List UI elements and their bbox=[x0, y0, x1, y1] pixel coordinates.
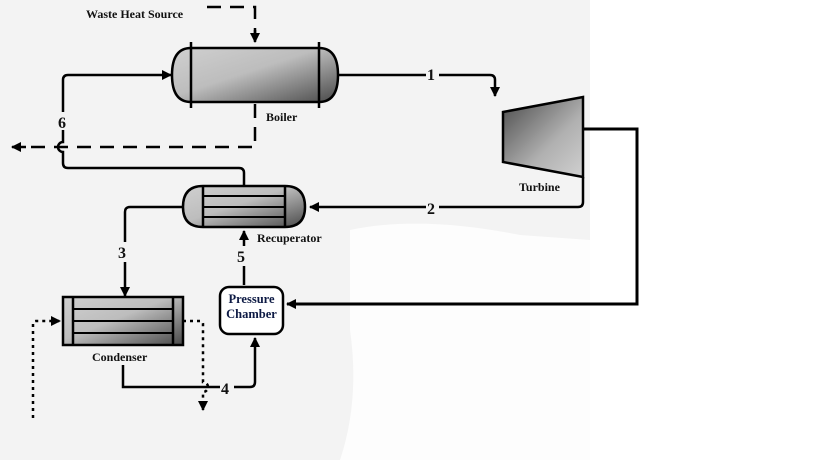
coolant-outlet-line bbox=[183, 319, 210, 411]
state-point-1: 1 bbox=[427, 67, 435, 84]
pressure-chamber bbox=[218, 285, 285, 336]
background-white-patch bbox=[340, 223, 590, 460]
recuperator bbox=[181, 184, 307, 229]
pressure-chamber-label-line2: Chamber bbox=[226, 307, 277, 321]
recuperator-label: Recuperator bbox=[257, 231, 322, 245]
state-point-5: 5 bbox=[237, 249, 245, 266]
coolant-inlet-line bbox=[31, 316, 61, 418]
stream-1-line bbox=[338, 73, 500, 97]
boiler bbox=[170, 42, 340, 108]
stream-6-line bbox=[56, 70, 246, 186]
turbine-bypass-line bbox=[286, 127, 639, 309]
state-point-3: 3 bbox=[118, 245, 126, 262]
pressure-chamber-label-line1: Pressure bbox=[228, 292, 275, 306]
waste-heat-source-label: Waste Heat Source bbox=[86, 7, 184, 21]
stream-4-line bbox=[121, 337, 260, 389]
condenser-label: Condenser bbox=[92, 350, 148, 364]
condenser bbox=[61, 295, 185, 347]
turbine bbox=[501, 95, 585, 179]
state-point-6: 6 bbox=[58, 115, 66, 132]
stream-2-line bbox=[309, 177, 585, 212]
state-point-2: 2 bbox=[427, 201, 435, 218]
turbine-label: Turbine bbox=[519, 180, 561, 194]
stream-3-line bbox=[120, 205, 183, 297]
state-point-4: 4 bbox=[221, 381, 229, 398]
waste-heat-inlet-line bbox=[207, 5, 257, 40]
boiler-label: Boiler bbox=[266, 110, 298, 124]
